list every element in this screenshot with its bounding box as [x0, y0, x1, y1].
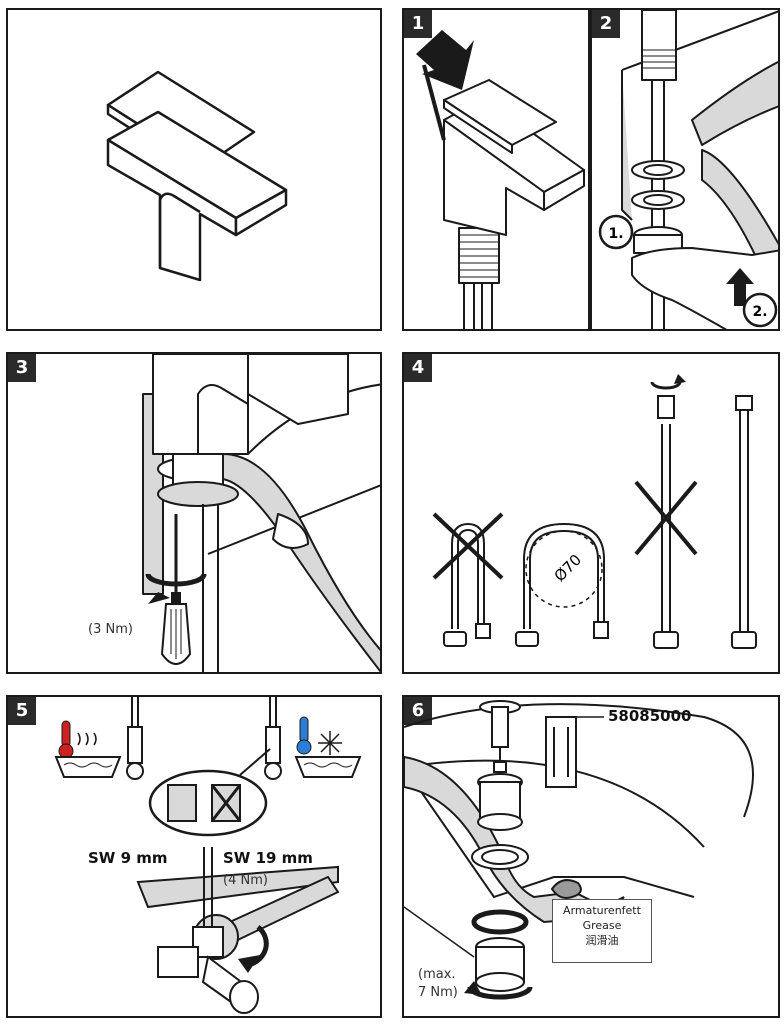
screw-tightening-illustration — [142, 354, 380, 672]
hand-icon — [631, 247, 778, 329]
torque-label-line2: 7 Nm) — [418, 985, 458, 1000]
torque-label-line1: (max. — [418, 967, 456, 982]
valve-connection-illustration — [54, 697, 362, 1014]
faucet-overview-illustration — [106, 70, 288, 282]
callout-2-circle — [742, 292, 778, 328]
torque-label: (3 Nm) — [88, 622, 133, 637]
step-number-1: 1 — [404, 10, 432, 38]
panel-step-6: 6 — [402, 695, 780, 1018]
drain-assembly-illustration — [404, 700, 754, 1000]
cold-water-icon — [294, 716, 362, 778]
panel-step-4: 4 — [402, 352, 780, 674]
faucet-lever-illustration — [416, 30, 585, 329]
callout-1-circle — [598, 214, 634, 250]
down-arrow-icon — [416, 30, 474, 90]
step-number-2: 2 — [592, 10, 620, 38]
cross-mark-icon — [432, 480, 698, 580]
panel-step-1: 1 — [402, 8, 590, 331]
callout-2-label: 2. — [752, 304, 767, 320]
hose-bending-illustration: Ø70 — [432, 374, 757, 649]
grease-label-de: Armaturenfett — [563, 904, 641, 917]
up-arrow-icon — [726, 268, 754, 306]
rotate-icon — [464, 981, 533, 1000]
grease-label-zh: 润滑油 — [585, 934, 619, 947]
wrench-icon — [136, 865, 339, 909]
step-number-3: 3 — [8, 354, 36, 382]
step-number-4: 4 — [404, 354, 432, 382]
torque-label: (4 Nm) — [223, 873, 268, 888]
wrench-size-large-label: SW 19 mm — [223, 849, 313, 867]
rotate-icon — [650, 374, 686, 390]
callout-1-label: 1. — [608, 226, 623, 242]
grease-label-en: Grease — [582, 919, 622, 932]
panel-step-3: 3 — [6, 352, 382, 674]
grease-callout: Armaturenfett Grease 润滑油 — [552, 899, 652, 963]
wrench-size-small-label: SW 9 mm — [88, 849, 168, 867]
panel-step-2: 2 — [590, 8, 780, 331]
hot-water-icon — [54, 720, 122, 778]
rotate-icon — [238, 925, 269, 973]
step-number-5: 5 — [8, 697, 36, 725]
panel-step-5: 5 — [6, 695, 382, 1018]
part-number-label: 58085000 — [608, 707, 692, 725]
panel-overview — [6, 8, 382, 331]
shank-mounting-illustration: 1. 2. — [598, 10, 778, 329]
bend-diameter-label: Ø70 — [551, 551, 586, 586]
rotate-icon — [145, 573, 207, 604]
screwdriver-icon — [160, 514, 192, 665]
